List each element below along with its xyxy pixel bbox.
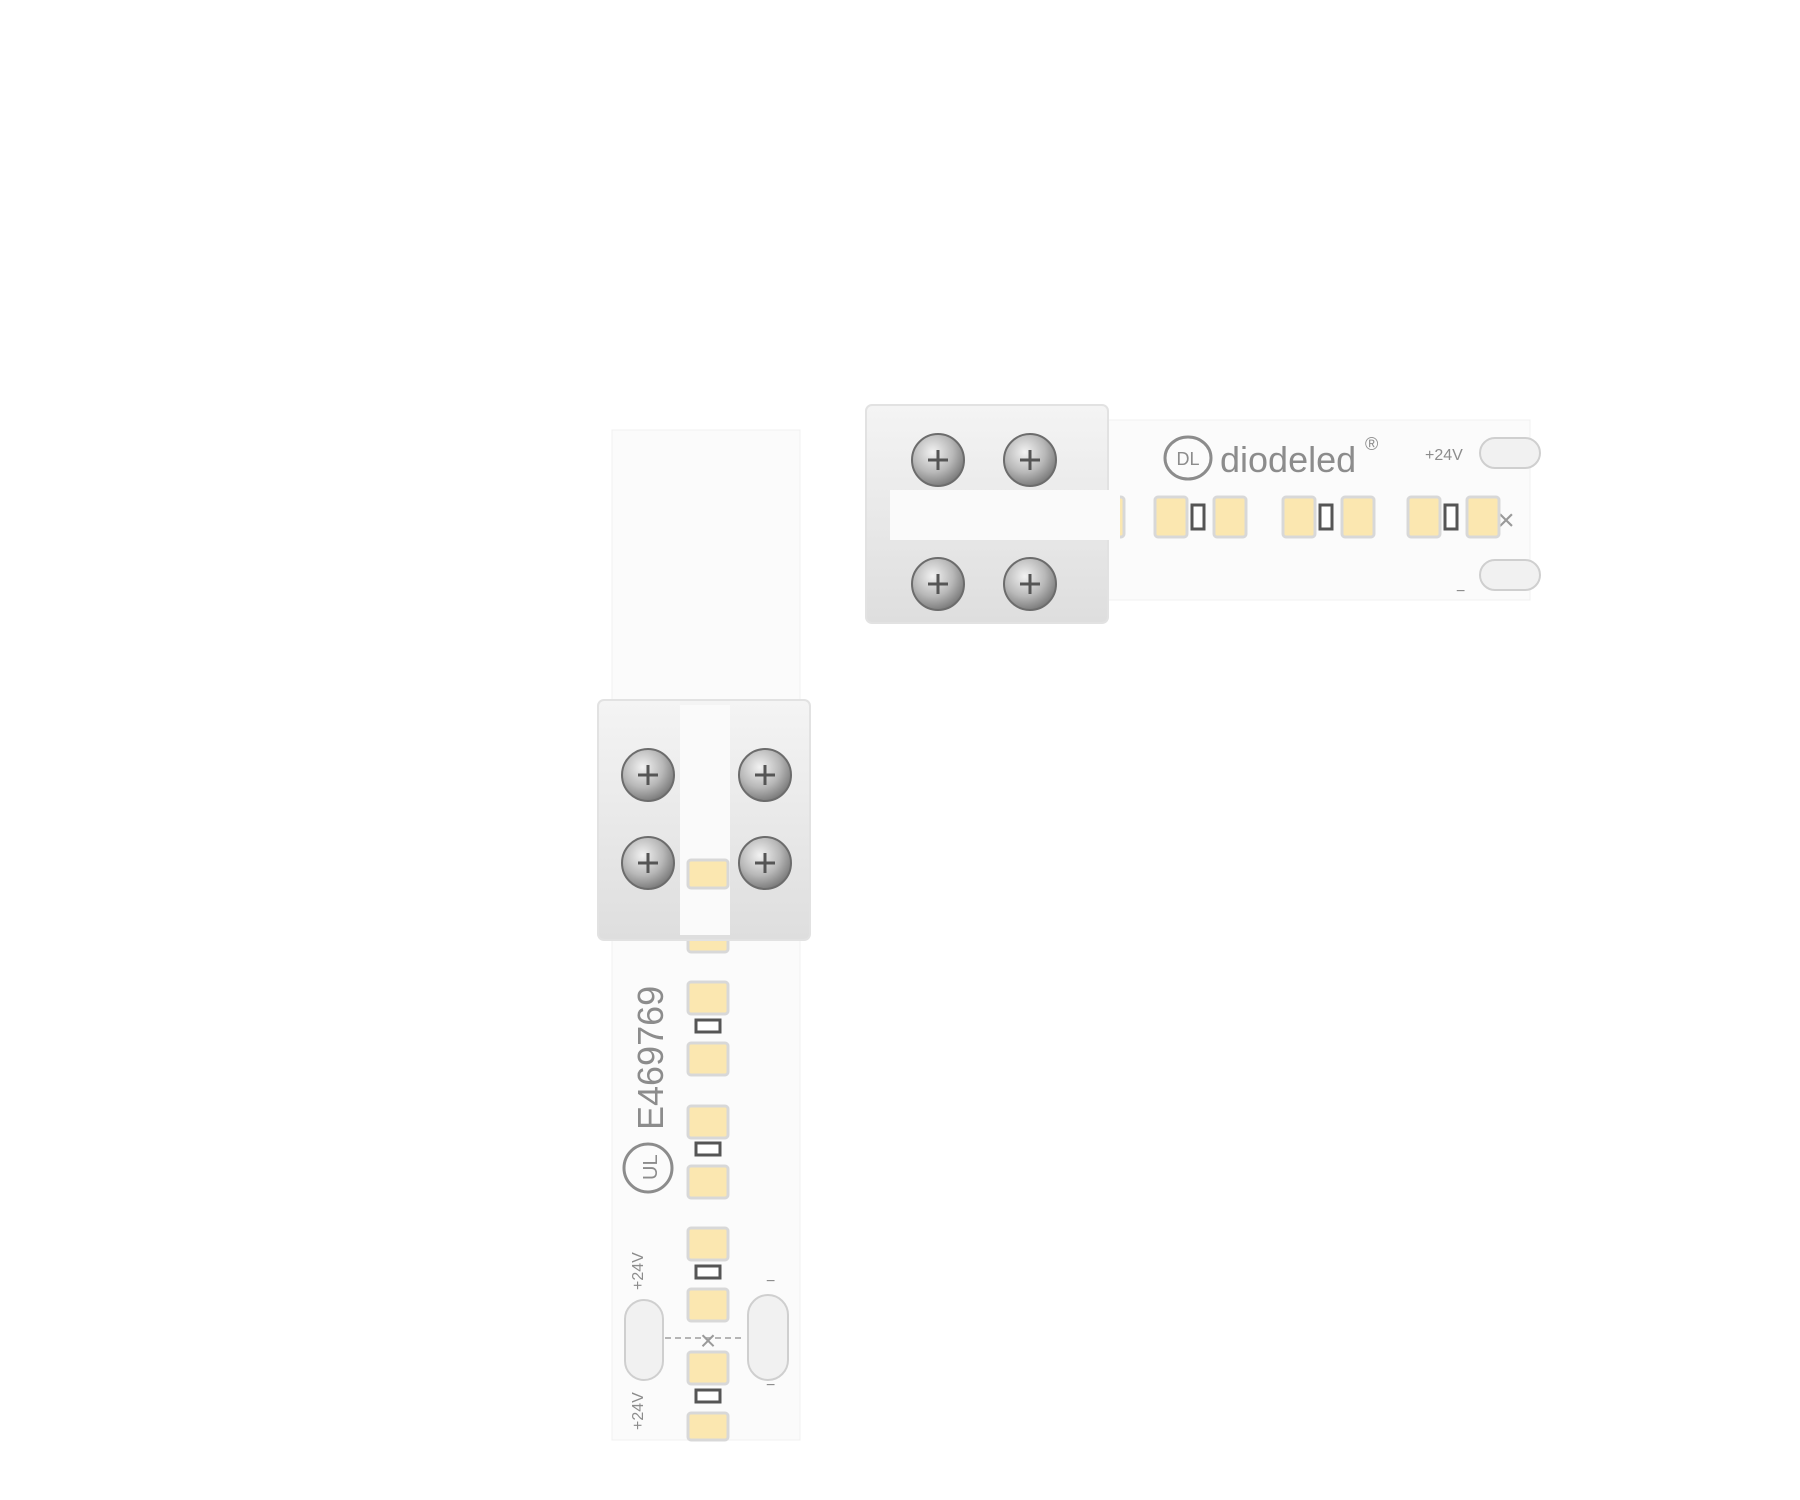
ul-logo-circle: [622, 1142, 674, 1194]
resistor-icon: [1190, 503, 1206, 531]
led-chip-icon: [686, 1104, 730, 1140]
screw-slot-icon: [755, 853, 775, 873]
resistor-icon: [1318, 503, 1334, 531]
voltage-label-top: +24V: [1425, 447, 1463, 464]
resistor-icon: [694, 1141, 722, 1157]
vertical-connector: [597, 699, 811, 941]
resistor-icon: [694, 1264, 722, 1280]
led-chip-icon: [686, 1411, 730, 1442]
connector-slot: [890, 490, 1120, 540]
cut-mark-icon: ×: [1497, 504, 1515, 537]
screw-slot-icon: [638, 853, 658, 873]
ul-logo-icon: UL: [622, 1142, 674, 1194]
connector-slot: [680, 705, 730, 935]
led-chip-icon: [686, 1164, 730, 1200]
led-chip-icon: [1212, 495, 1248, 539]
resistor-icon: [694, 1018, 722, 1034]
certification-number: E469769: [630, 986, 671, 1130]
led-chip-icon: [1465, 495, 1501, 539]
led-chip-icon: [1340, 495, 1376, 539]
led-chip-icon: [1406, 495, 1442, 539]
led-chip-icon: [1281, 495, 1317, 539]
solder-pad-icon: [747, 1294, 789, 1381]
brand-logo: DL diodeled ®: [1163, 434, 1378, 481]
screw-slot-icon: [1020, 574, 1040, 594]
screw-slot-icon: [928, 574, 948, 594]
led-chip-icon: [686, 980, 730, 1016]
screw-slot-icon: [755, 765, 775, 785]
screw-slot-icon: [928, 450, 948, 470]
minus-label-left-upper: −: [766, 1273, 775, 1290]
resistor-icon: [694, 1388, 722, 1404]
led-chip-icon: [1153, 495, 1189, 539]
led-chip-icon: [686, 1226, 730, 1262]
cut-mark-icon: ×: [700, 1325, 716, 1356]
horizontal-connector: [865, 404, 1120, 624]
voltage-label-left-upper: +24V: [630, 1252, 647, 1290]
brand-registered: ®: [1365, 434, 1378, 454]
ul-logo-text: UL: [640, 1154, 662, 1180]
brand-logo-mark: DL: [1176, 449, 1199, 469]
minus-label-top: −: [1456, 583, 1465, 600]
solder-pad-icon: [1479, 559, 1541, 591]
led-chip-icon: [686, 858, 730, 890]
minus-label-left-lower: −: [766, 1377, 775, 1394]
solder-pad-icon: [624, 1299, 664, 1381]
dl-logo-icon: [1163, 435, 1213, 481]
brand-name: diodeled: [1220, 439, 1356, 480]
led-chip-icon: [686, 1350, 730, 1386]
solder-pad-icon: [1479, 437, 1541, 469]
led-chip-icon: [686, 1287, 730, 1323]
voltage-label-left-lower: +24V: [630, 1392, 647, 1430]
led-chip-icon: [686, 1041, 730, 1077]
resistor-icon: [1443, 503, 1459, 531]
screw-slot-icon: [1020, 450, 1040, 470]
screw-slot-icon: [638, 765, 658, 785]
